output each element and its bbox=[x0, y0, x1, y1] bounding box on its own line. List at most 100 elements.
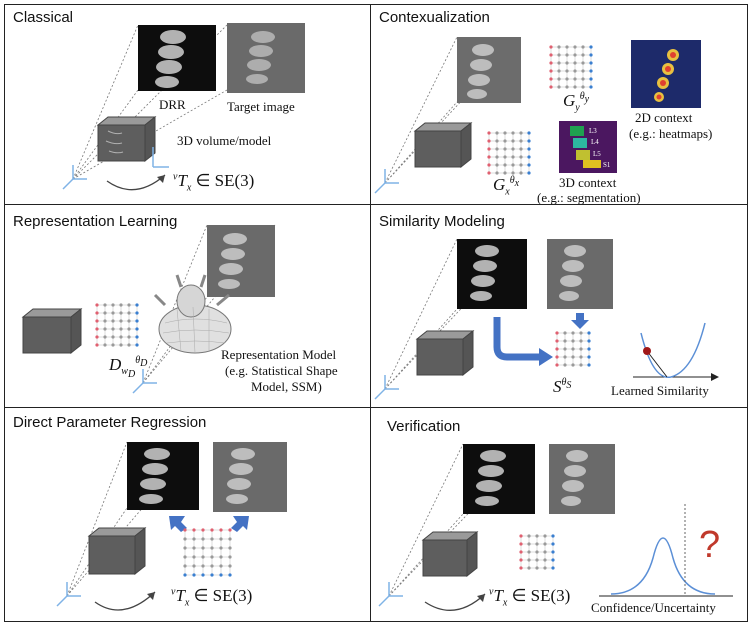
similarity-illustration bbox=[374, 238, 719, 400]
network-node bbox=[551, 542, 555, 546]
network-s bbox=[555, 331, 591, 367]
transform-equation: vTx ∈ SE(3) bbox=[173, 171, 255, 194]
network-node bbox=[563, 331, 567, 335]
ssm-mesh bbox=[153, 274, 232, 354]
network-node bbox=[543, 542, 547, 546]
network-gy bbox=[549, 45, 593, 89]
network-node bbox=[573, 53, 577, 57]
panel-title: Classical bbox=[13, 9, 74, 26]
network-node bbox=[563, 355, 567, 359]
network-node bbox=[557, 61, 561, 65]
network-node bbox=[103, 343, 107, 347]
network-node bbox=[201, 573, 205, 577]
network-node bbox=[551, 558, 555, 562]
network-node bbox=[579, 355, 583, 359]
network-node bbox=[111, 303, 115, 307]
network-node bbox=[589, 53, 593, 57]
figure-grid: Classical bbox=[4, 4, 748, 622]
network-node bbox=[549, 53, 553, 57]
network-node bbox=[503, 131, 507, 135]
network-regression bbox=[183, 528, 232, 577]
network-node bbox=[183, 573, 187, 577]
network-node bbox=[535, 534, 539, 538]
network-node bbox=[565, 45, 569, 49]
horizontal-divider-2 bbox=[5, 407, 747, 408]
horizontal-divider-1 bbox=[5, 204, 747, 205]
network-node bbox=[527, 147, 531, 151]
network-node bbox=[95, 327, 99, 331]
d-symbol: DwDθD bbox=[109, 355, 148, 381]
confidence-curve bbox=[599, 504, 733, 597]
network-node bbox=[519, 147, 523, 151]
network-node bbox=[555, 339, 559, 343]
network-node bbox=[219, 537, 223, 541]
network-node bbox=[135, 319, 139, 323]
network-node bbox=[487, 155, 491, 159]
network-node bbox=[135, 343, 139, 347]
network-node bbox=[571, 331, 575, 335]
network-node bbox=[503, 147, 507, 151]
network-node bbox=[127, 343, 131, 347]
network-node bbox=[543, 566, 547, 570]
network-node bbox=[573, 69, 577, 73]
network-node bbox=[581, 85, 585, 89]
vertical-divider bbox=[370, 5, 371, 621]
network-node bbox=[228, 555, 232, 559]
model-label-line1: Representation Model bbox=[221, 347, 337, 362]
network-node bbox=[119, 303, 123, 307]
network-node bbox=[210, 528, 214, 532]
network-node bbox=[519, 534, 523, 538]
network-node bbox=[103, 319, 107, 323]
network-node bbox=[551, 550, 555, 554]
network-node bbox=[503, 155, 507, 159]
network-node bbox=[95, 311, 99, 315]
network-node bbox=[192, 537, 196, 541]
panel-title: Direct Parameter Regression bbox=[13, 414, 207, 431]
panel-similarity-modeling: Similarity Modeling bbox=[371, 205, 747, 407]
network-node bbox=[95, 319, 99, 323]
network-node bbox=[549, 85, 553, 89]
network-node bbox=[487, 171, 491, 175]
network-node bbox=[192, 546, 196, 550]
network-node bbox=[119, 319, 123, 323]
network-node bbox=[210, 546, 214, 550]
network-node bbox=[183, 564, 187, 568]
network-node bbox=[589, 77, 593, 81]
network-node bbox=[587, 339, 591, 343]
network-node bbox=[549, 45, 553, 49]
network-node bbox=[519, 542, 523, 546]
network-node bbox=[119, 311, 123, 315]
network-node bbox=[495, 171, 499, 175]
network-node bbox=[587, 363, 591, 367]
network-node bbox=[579, 363, 583, 367]
network-node bbox=[589, 69, 593, 73]
volume-label: 3D volume/model bbox=[177, 133, 272, 148]
network-node bbox=[111, 327, 115, 331]
network-node bbox=[565, 61, 569, 65]
network-node bbox=[527, 534, 531, 538]
network-node bbox=[201, 564, 205, 568]
network-node bbox=[555, 347, 559, 351]
network-node bbox=[183, 546, 187, 550]
network-node bbox=[549, 77, 553, 81]
network-node bbox=[527, 171, 531, 175]
network-node bbox=[127, 327, 131, 331]
flow-arrow bbox=[493, 317, 541, 361]
arrow-right bbox=[231, 516, 249, 532]
panel-representation-learning: Representation Learning bbox=[5, 205, 370, 407]
network-node bbox=[519, 171, 523, 175]
network-node bbox=[111, 311, 115, 315]
network-node bbox=[589, 45, 593, 49]
network-node bbox=[192, 564, 196, 568]
network-node bbox=[219, 564, 223, 568]
network-node bbox=[581, 69, 585, 73]
down-arrow bbox=[571, 320, 589, 329]
learned-similarity-label: Learned Similarity bbox=[611, 383, 709, 398]
network-node bbox=[503, 139, 507, 143]
network-node bbox=[563, 339, 567, 343]
volume-cube bbox=[21, 307, 83, 355]
network-node bbox=[557, 45, 561, 49]
volume-cube bbox=[413, 121, 473, 169]
panel-title: Representation Learning bbox=[13, 213, 178, 230]
seg-label-l4: L4 bbox=[591, 138, 599, 146]
